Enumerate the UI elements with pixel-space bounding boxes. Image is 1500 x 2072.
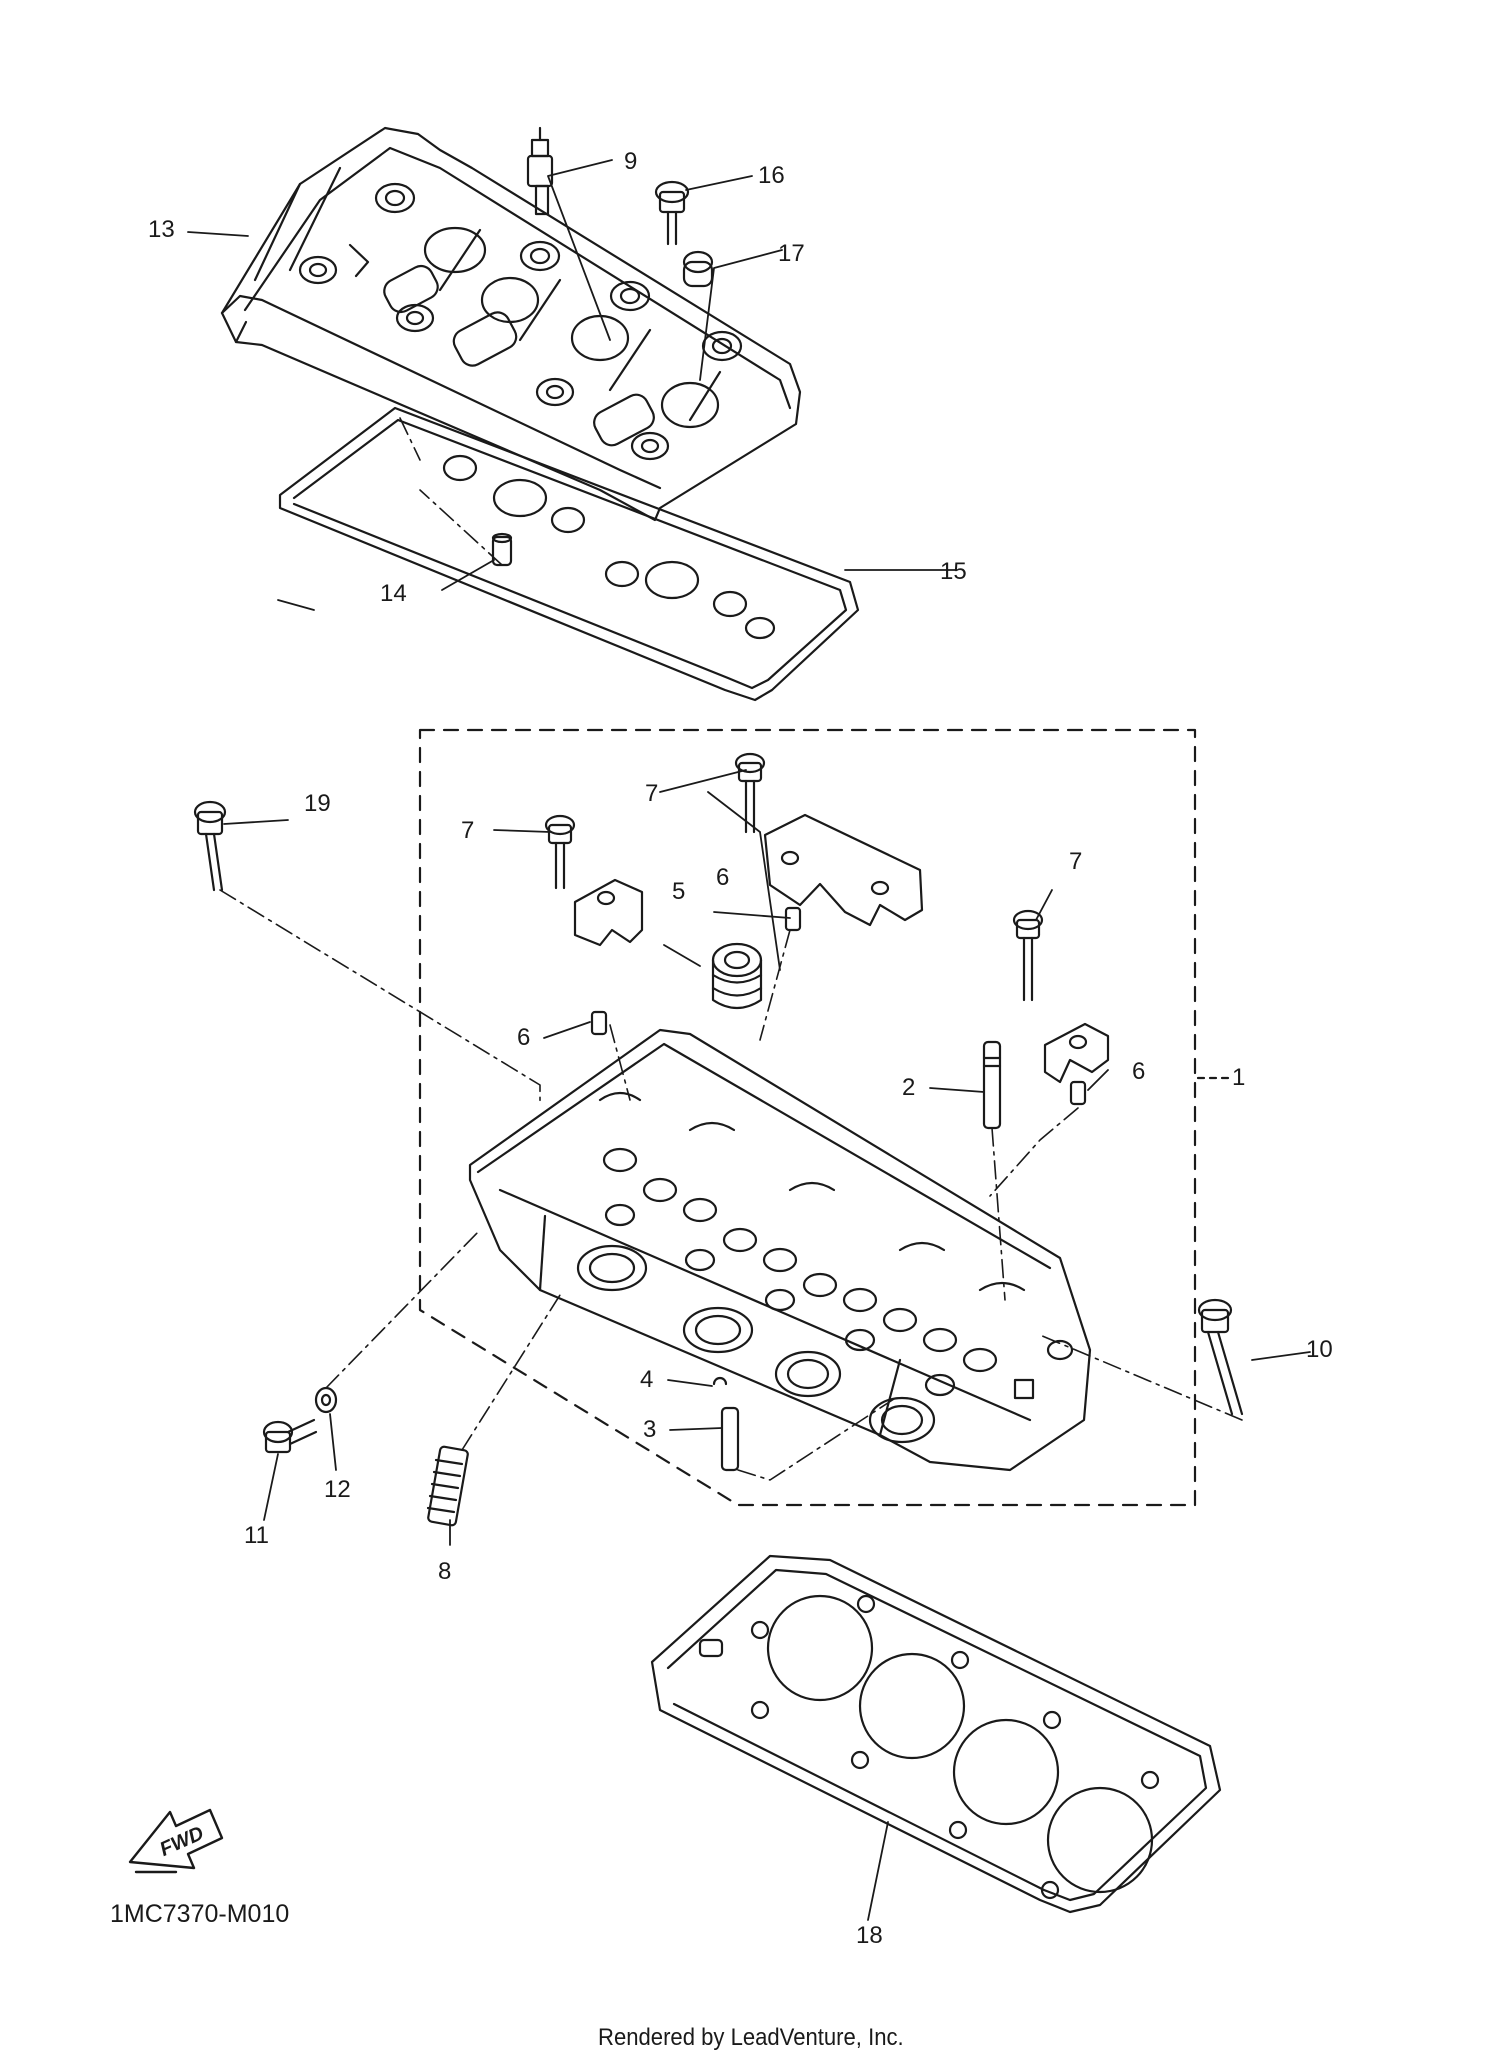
assembly-lines (219, 417, 1243, 1481)
grommet-17 (682, 250, 714, 288)
bolt-16 (654, 180, 690, 246)
fwd-arrow (128, 1808, 224, 1874)
callout-6-a: 6 (517, 1024, 531, 1051)
washer-12 (314, 1386, 338, 1414)
dowel-pin-6-c (1069, 1080, 1087, 1106)
guide-3 (720, 1406, 740, 1472)
callout-7-b: 7 (645, 780, 659, 807)
callout-17: 17 (778, 240, 805, 267)
fwd-label: FWD (157, 1822, 208, 1861)
footer-credit: Rendered by LeadVenture, Inc. (598, 2024, 904, 2051)
bolt-11 (262, 1418, 318, 1454)
callout-5: 5 (672, 878, 686, 905)
callout-12: 12 (324, 1476, 351, 1503)
callout-10: 10 (1306, 1336, 1333, 1363)
callout-19: 19 (304, 790, 331, 817)
camshaft-cap-right (1043, 1022, 1110, 1084)
bolt-7-center (734, 752, 766, 834)
dowel-pin-14 (491, 532, 513, 567)
bolt-10 (1197, 1298, 1244, 1416)
callout-4: 4 (640, 1366, 654, 1393)
callout-7-a: 7 (461, 817, 475, 844)
camshaft-cap-center (763, 813, 924, 927)
head-gasket (650, 1554, 1222, 1914)
bolt-7-right (1012, 909, 1044, 1002)
diagram-code: 1MC7370-M010 (110, 1900, 290, 1928)
cylinder-head-cover (220, 126, 802, 522)
stud-2 (982, 1040, 1002, 1130)
clip-4 (712, 1376, 728, 1386)
dowel-pin-6-b (784, 906, 802, 932)
camshaft-cap-left (573, 878, 644, 947)
callout-15: 15 (940, 558, 967, 585)
leader-lines (187, 159, 1311, 1921)
spark-plug-9 (526, 126, 554, 216)
callout-13: 13 (148, 216, 175, 243)
assembly-boundary (418, 728, 1197, 1507)
callout-16: 16 (758, 162, 785, 189)
cylinder-head (468, 1028, 1092, 1472)
callout-2: 2 (902, 1074, 916, 1101)
bolt-19 (193, 800, 227, 892)
callout-1: 1 (1232, 1064, 1246, 1091)
callout-18: 18 (856, 1922, 883, 1949)
callout-3: 3 (643, 1416, 657, 1443)
dowel-pin-6-a (590, 1010, 608, 1036)
callout-14: 14 (380, 580, 407, 607)
callout-11: 11 (244, 1522, 269, 1549)
callout-9: 9 (624, 148, 638, 175)
cover-gasket (278, 406, 860, 702)
callout-6-c: 6 (1132, 1058, 1146, 1085)
callout-7-c: 7 (1069, 848, 1083, 875)
bolt-7-left (544, 814, 576, 890)
plug-5 (711, 942, 763, 1010)
callout-6-b: 6 (716, 864, 730, 891)
callout-8: 8 (438, 1558, 452, 1585)
stud-8 (426, 1445, 469, 1527)
